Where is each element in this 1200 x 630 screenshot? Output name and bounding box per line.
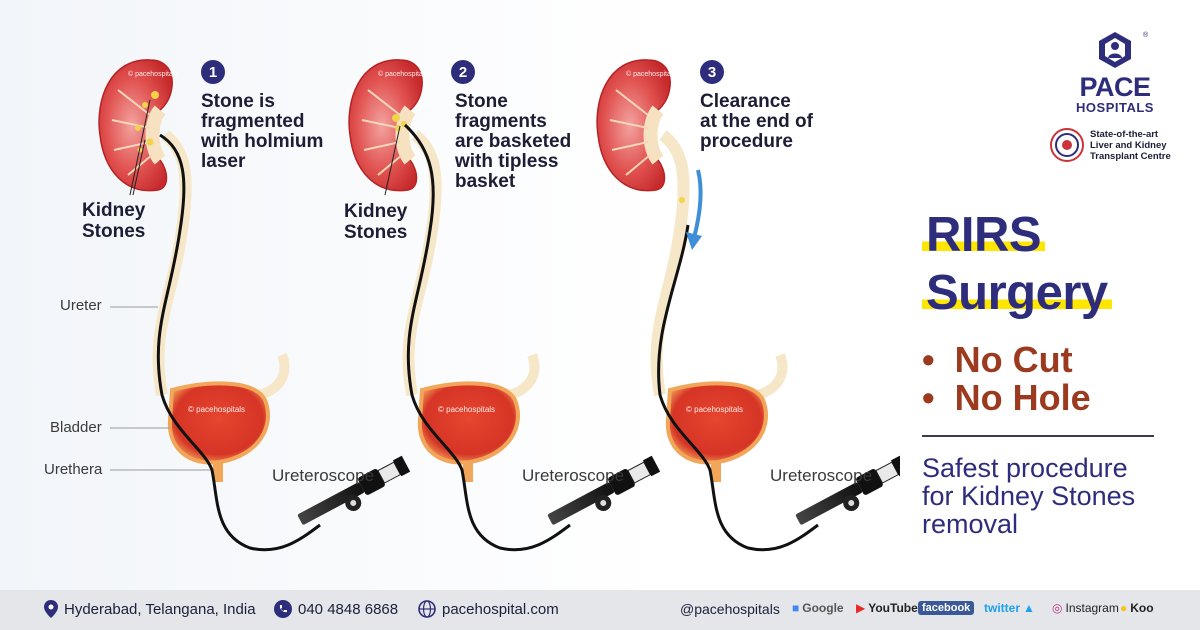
stone-fragment-3: [679, 197, 685, 203]
facebook-icon: facebook: [918, 601, 975, 615]
facebook-link[interactable]: facebook: [918, 601, 975, 615]
watermark-bladder-3: © pacehospitals: [686, 405, 744, 414]
ureter-label: Ureter: [60, 297, 102, 314]
step-1-number: 1: [201, 60, 225, 84]
footer-website[interactable]: pacehospital.com: [418, 600, 559, 618]
location-text: Hyderabad, Telangana, India: [64, 600, 256, 618]
step-2-number: 2: [451, 60, 475, 84]
bladder-1: [167, 381, 270, 465]
watermark-kidney-2: © pacehospitals: [378, 71, 428, 78]
ureteroscope-label-1: Ureteroscope: [272, 466, 375, 485]
globe-icon: [418, 600, 436, 618]
brand-subname: HOSPITALS: [1076, 100, 1154, 115]
bladder-3: [665, 381, 768, 465]
step-2-text: Stone fragments are basketed with tiples…: [455, 91, 572, 192]
kidney-stones-label-1: Kidney Stones: [82, 200, 146, 242]
scope-cable-1: [156, 133, 321, 552]
brand-logo: ® PACE HOSPITALS: [1050, 30, 1180, 115]
seal-icon: [1050, 128, 1084, 162]
bladder-2: [417, 381, 520, 465]
kidney-stones-label-2: Kidney Stones: [344, 201, 408, 243]
kidney-2-calyces: [361, 89, 403, 176]
youtube-icon: ▶: [856, 601, 866, 615]
panel-3: [596, 59, 900, 552]
step-3-number: 3: [700, 60, 724, 84]
kidney-1-stones: [135, 91, 159, 153]
instagram-icon: ◎: [1052, 601, 1063, 615]
step-3-text: Clearance at the end of procedure: [700, 91, 813, 152]
headline-line-2: Surgery: [922, 266, 1112, 320]
infographic-canvas: © pacehospitals © pacehospitals © paceho…: [44, 30, 1180, 552]
koo-icon: ●: [1120, 601, 1128, 615]
step-1-text: Stone is fragmented with holmium laser: [201, 91, 324, 172]
ureteroscope-label-3: Ureteroscope: [770, 466, 873, 485]
watermark-kidney-3: © pacehospitals: [626, 71, 676, 78]
kidney-3-calyces: [609, 89, 651, 176]
watermark-kidney-1: © pacehospitals: [128, 71, 178, 78]
divider: [922, 435, 1154, 437]
bullet-no-cut: •No Cut: [922, 339, 1073, 380]
watermark-bladder-1: © pacehospitals: [188, 405, 246, 414]
ureteroscope-3: [795, 455, 900, 525]
panel-1: [98, 59, 411, 552]
brand-name: PACE: [1079, 72, 1151, 102]
phone-text: 040 4848 6868: [298, 600, 399, 618]
watermark-bladder-2: © pacehospitals: [438, 405, 496, 414]
twitter-link[interactable]: twitter▲: [984, 601, 1035, 615]
headline-line-1: RIRS: [922, 208, 1046, 262]
registered-mark: ®: [1143, 32, 1149, 39]
ureter-3: [650, 130, 690, 397]
bullet-no-hole: •No Hole: [922, 377, 1091, 418]
rirs-procedure-diagram: [98, 59, 900, 552]
scope-cable-2: [403, 123, 571, 552]
footer-location[interactable]: Hyderabad, Telangana, India: [44, 600, 256, 618]
ureteroscope-label-2: Ureteroscope: [522, 466, 625, 485]
transplant-centre-badge: State-of-the-art Liver and Kidney Transp…: [1050, 128, 1171, 162]
bullet-symbol: •: [922, 339, 935, 380]
withdrawal-arrow: [692, 169, 703, 239]
twitter-icon: ▲: [1023, 601, 1035, 615]
youtube-link[interactable]: ▶YouTube: [856, 601, 918, 615]
bladder-label: Bladder: [50, 419, 102, 436]
social-handle: @pacehospitals: [680, 601, 780, 617]
instagram-link[interactable]: ◎Instagram: [1052, 601, 1119, 615]
google-link[interactable]: ■Google: [792, 601, 844, 615]
footer-bar: Hyderabad, Telangana, India 040 4848 686…: [0, 590, 1200, 630]
ureteroscope-2: [547, 455, 661, 525]
tagline: Safest procedure for Kidney Stones remov…: [922, 453, 1136, 539]
ureteroscope-1: [297, 455, 411, 525]
urethra-label: Urethera: [44, 461, 103, 478]
panel-2: [348, 59, 661, 552]
website-text: pacehospital.com: [442, 600, 559, 618]
google-icon: ■: [792, 601, 800, 615]
phone-icon: [274, 600, 292, 618]
pace-logo-icon: [1099, 32, 1131, 68]
koo-link[interactable]: ●Koo: [1120, 601, 1154, 615]
location-pin-icon: [44, 600, 58, 618]
scope-cable-3: [657, 224, 819, 552]
footer-phone[interactable]: 040 4848 6868: [274, 600, 398, 618]
badge-text: State-of-the-art Liver and Kidney Transp…: [1090, 128, 1171, 162]
bullet-symbol: •: [922, 377, 935, 418]
